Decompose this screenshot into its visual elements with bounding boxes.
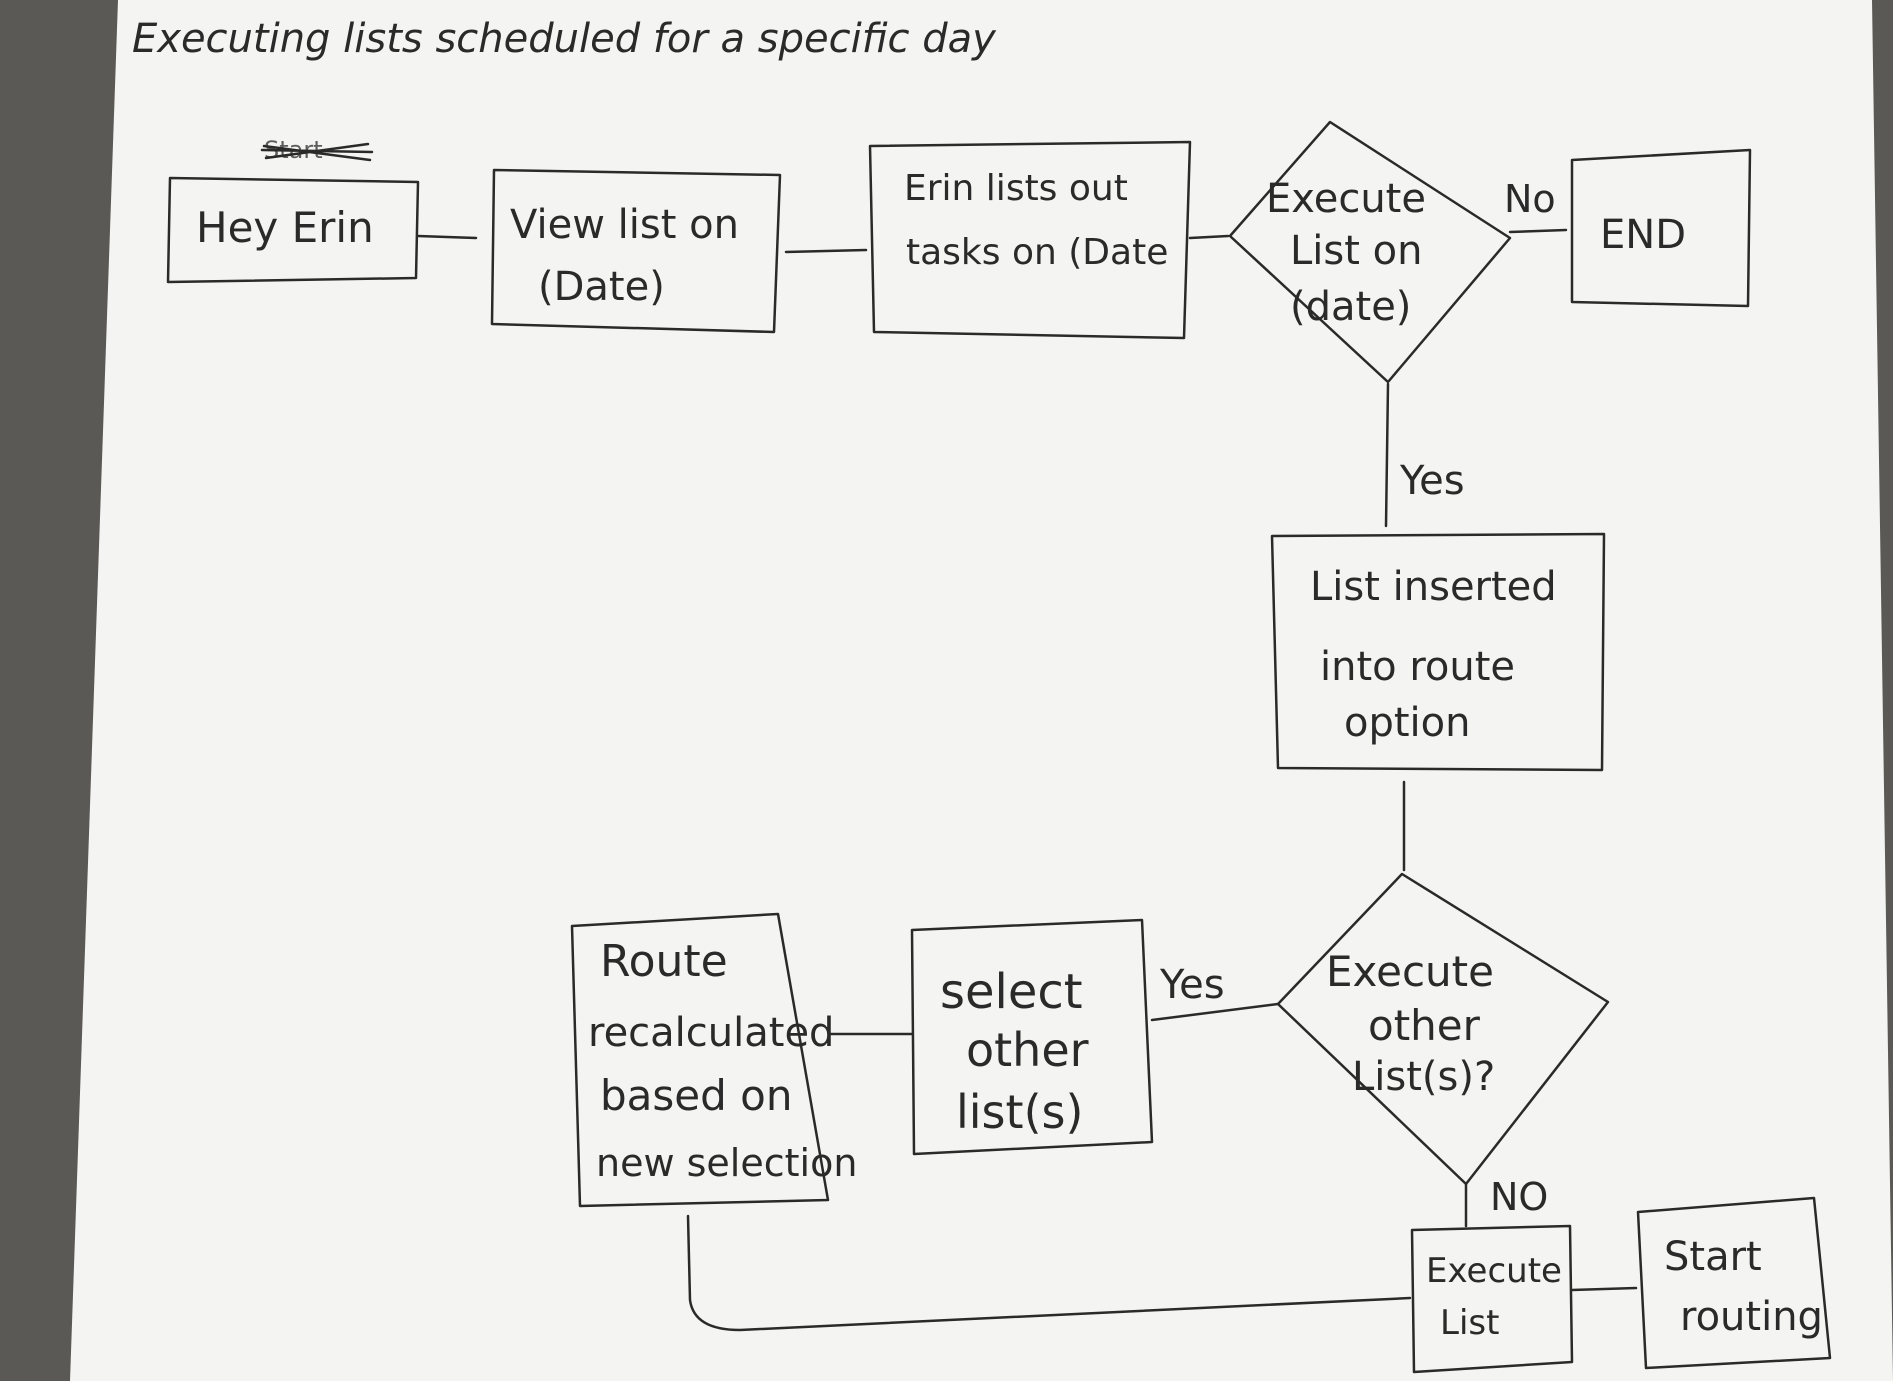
end-label: END — [1600, 212, 1686, 258]
connector-view-lists — [784, 248, 868, 254]
execute-list-date-label-line2: List on — [1290, 228, 1422, 274]
execute-other-label-line2: other — [1368, 1001, 1481, 1050]
connector-execute-start — [1570, 1286, 1638, 1292]
list-inserted-label-line3: option — [1344, 700, 1470, 746]
connector-hey-view — [416, 234, 478, 240]
erin-lists-label-line2: tasks on (Date — [906, 232, 1168, 273]
edge-label-yes-1: Yes — [1399, 458, 1465, 504]
view-list-label-line2: (Date) — [538, 264, 665, 310]
execute-list-label-line2: List — [1440, 1303, 1499, 1343]
connector-diamond2-select — [1150, 1002, 1280, 1022]
select-other-box — [910, 918, 1154, 1156]
scratch-out-mark — [260, 142, 374, 162]
execute-other-label-line3: List(s)? — [1352, 1054, 1495, 1100]
view-list-box — [490, 168, 782, 334]
edge-label-yes-2: Yes — [1159, 962, 1225, 1008]
start-routing-label-line2: routing — [1680, 1294, 1823, 1340]
select-other-label-line1: select — [940, 964, 1083, 1020]
execute-list-box — [1410, 1224, 1574, 1374]
connector-diamond-end — [1508, 228, 1568, 234]
connector-route-execute — [686, 1214, 1412, 1332]
scratched-start-label: Start — [264, 136, 323, 164]
select-other-label-line2: other — [966, 1023, 1089, 1077]
execute-list-date-label-line1: Execute — [1266, 176, 1426, 222]
list-inserted-box — [1270, 532, 1606, 772]
page-title: Executing lists scheduled for a specific… — [132, 16, 997, 62]
paper-sheet — [70, 0, 1893, 1381]
list-inserted-label-line2: into route — [1320, 644, 1515, 690]
route-recalc-label-line4: new selection — [596, 1141, 857, 1185]
execute-list-date-diamond — [1228, 120, 1512, 384]
end-box — [1570, 148, 1752, 308]
hey-erin-label: Hey Erin — [196, 203, 374, 252]
view-list-label-line1: View list on — [510, 202, 739, 248]
route-recalc-label-line3: based on — [600, 1071, 792, 1120]
start-routing-box — [1636, 1196, 1832, 1370]
erin-lists-label-line1: Erin lists out — [904, 168, 1128, 209]
edge-label-no-2: NO — [1490, 1175, 1548, 1219]
hey-erin-box — [166, 176, 420, 284]
connector-lists-diamond — [1188, 234, 1230, 240]
route-recalc-label-line2: recalculated — [588, 1010, 834, 1056]
start-routing-label-line1: Start — [1664, 1234, 1762, 1280]
execute-other-label-line1: Execute — [1326, 947, 1494, 996]
list-inserted-label-line1: List inserted — [1310, 564, 1557, 610]
route-recalc-label-line1: Route — [600, 936, 728, 987]
connector-diamond-inserted — [1384, 382, 1390, 528]
edge-label-no-1: No — [1504, 177, 1556, 221]
execute-list-label-line1: Execute — [1426, 1251, 1562, 1291]
select-other-label-line3: list(s) — [956, 1085, 1083, 1139]
execute-list-date-label-line3: (date) — [1290, 284, 1411, 330]
route-recalc-box — [570, 912, 830, 1208]
erin-lists-box — [868, 140, 1192, 340]
